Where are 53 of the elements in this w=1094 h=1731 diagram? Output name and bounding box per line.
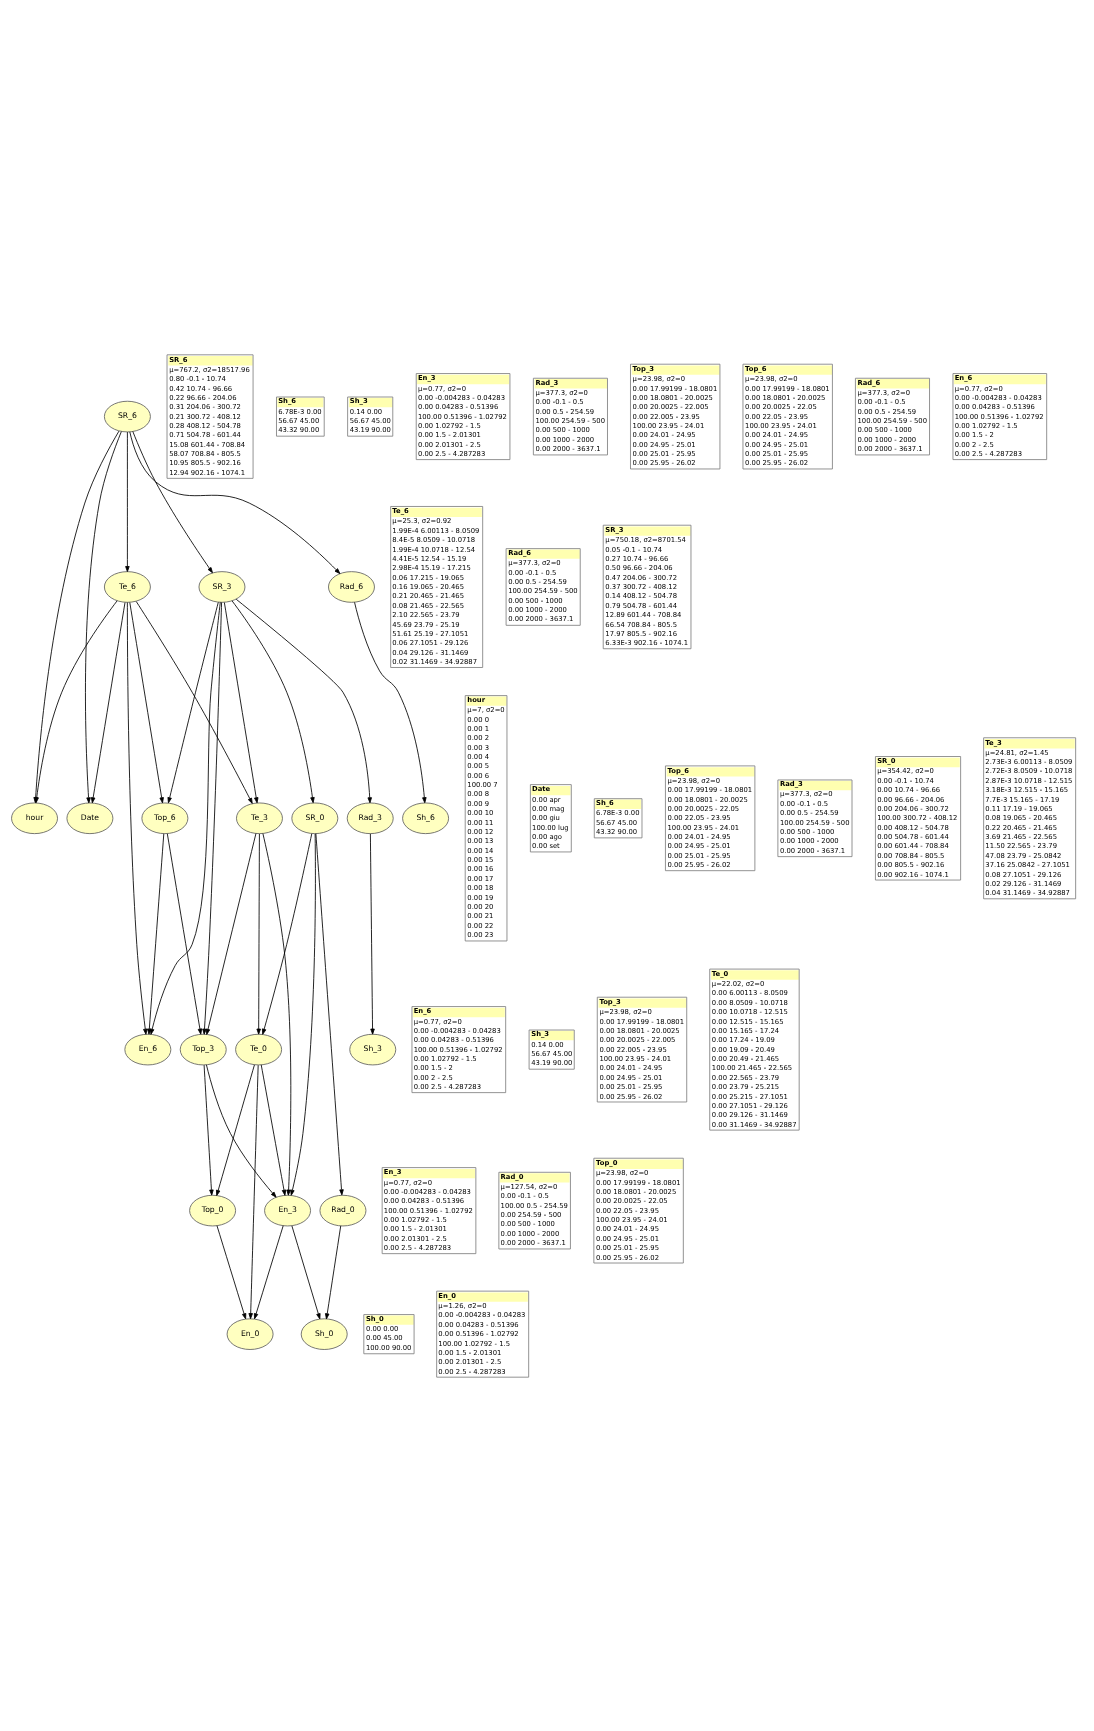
node-ellipse: Top_3 xyxy=(179,1033,227,1065)
arrow xyxy=(235,598,372,803)
arrow xyxy=(260,1063,287,1196)
node-ellipse: Top_0 xyxy=(189,1194,237,1226)
node-ellipse: Te_0 xyxy=(235,1033,283,1065)
node-ellipse: En_0 xyxy=(226,1317,274,1350)
node-ellipse: Te_6 xyxy=(103,570,151,603)
arrow xyxy=(166,832,203,1035)
node-ellipse: Te_3 xyxy=(236,802,283,834)
arrow xyxy=(231,599,315,803)
node-ellipse: Date xyxy=(66,802,114,834)
arrow xyxy=(216,1063,255,1196)
node-ellipse: Rad_3 xyxy=(346,802,394,834)
arrow xyxy=(203,1064,214,1196)
node-ellipse: En_6 xyxy=(124,1033,172,1065)
arrow xyxy=(261,832,313,1035)
arrow xyxy=(325,1225,342,1319)
arrow xyxy=(315,832,344,1195)
arrow xyxy=(262,832,292,1196)
node-ellipse: hour xyxy=(11,802,58,834)
node-ellipse: Sh_0 xyxy=(300,1317,348,1350)
node-ellipse: Rad_0 xyxy=(319,1194,367,1226)
arrow xyxy=(126,601,148,1035)
arrow xyxy=(354,601,427,803)
arrow xyxy=(369,832,375,1035)
node-ellipse: Top_6 xyxy=(141,802,189,834)
arrow xyxy=(147,832,165,1035)
arrow xyxy=(223,601,259,803)
arrow xyxy=(216,1224,247,1319)
arrow xyxy=(129,431,341,574)
node-ellipse: SR_0 xyxy=(291,802,339,834)
node-ellipse: Rad_6 xyxy=(328,570,375,603)
arrow xyxy=(253,1224,284,1319)
arrow xyxy=(132,430,213,573)
arrow xyxy=(129,601,164,803)
arrow xyxy=(90,601,126,803)
node-ellipse: En_3 xyxy=(264,1194,311,1226)
arrow xyxy=(248,1064,259,1319)
arrow xyxy=(202,601,222,1035)
arrow xyxy=(206,1063,277,1198)
arrow xyxy=(205,832,257,1035)
arrow xyxy=(291,1225,321,1319)
arrow xyxy=(290,833,316,1196)
arrow xyxy=(256,832,261,1035)
node-ellipse: Sh_3 xyxy=(349,1033,397,1065)
arrow xyxy=(125,431,130,572)
arrow xyxy=(135,600,253,804)
arrow xyxy=(167,601,219,803)
arrow xyxy=(149,601,221,1035)
arrow xyxy=(85,430,122,803)
node-ellipse: SR_3 xyxy=(198,570,246,603)
node-ellipse: SR_6 xyxy=(103,400,151,432)
node-ellipse: Sh_6 xyxy=(402,802,450,834)
